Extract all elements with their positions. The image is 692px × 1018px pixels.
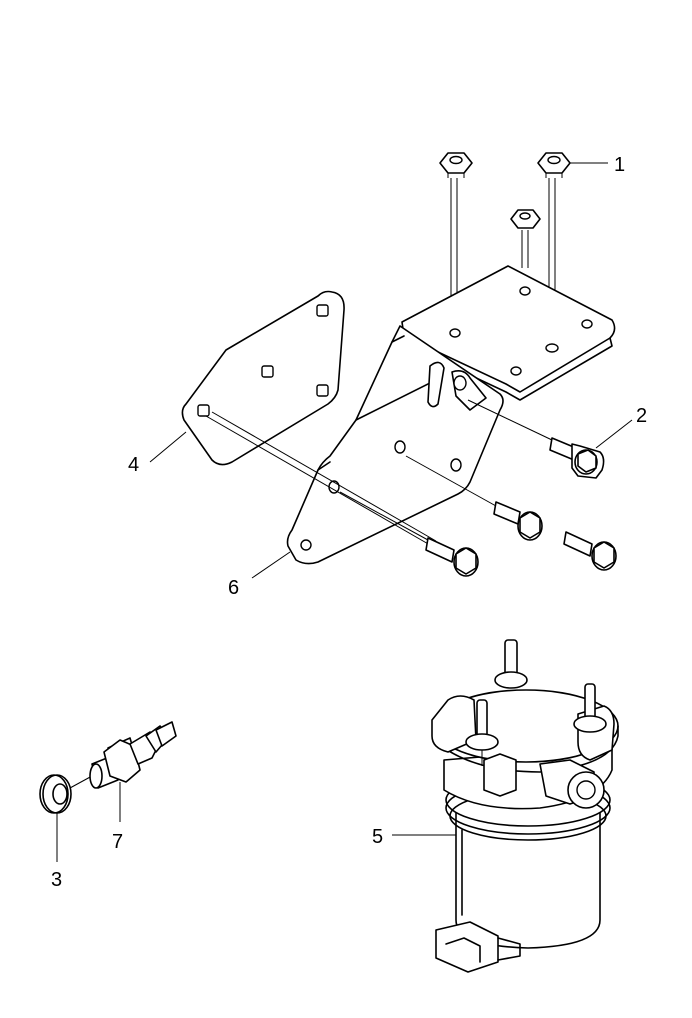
callout-5: 5 bbox=[372, 826, 383, 848]
hose-fitting-part-7[interactable] bbox=[89, 721, 177, 822]
callout-6: 6 bbox=[228, 577, 239, 599]
gasket-plate-part-4[interactable] bbox=[181, 290, 437, 546]
nut-right bbox=[537, 152, 571, 178]
bolts-part-2[interactable] bbox=[339, 399, 617, 577]
nut-left bbox=[439, 152, 473, 178]
callout-3: 3 bbox=[51, 869, 62, 891]
nut-middle bbox=[510, 209, 541, 229]
callout-4: 4 bbox=[128, 454, 139, 476]
bolt-c bbox=[563, 531, 617, 571]
washer-part-3[interactable] bbox=[39, 774, 93, 814]
callout-7: 7 bbox=[112, 831, 123, 853]
bolt-d bbox=[339, 491, 479, 577]
callout-2: 2 bbox=[636, 405, 647, 427]
fuel-filter-part-5[interactable] bbox=[431, 639, 619, 973]
callout-leaders bbox=[56, 162, 633, 862]
bolt-b bbox=[405, 455, 543, 541]
callout-1: 1 bbox=[614, 154, 625, 176]
bolt-a bbox=[467, 399, 605, 479]
mounting-bracket-part-6[interactable] bbox=[286, 265, 616, 565]
